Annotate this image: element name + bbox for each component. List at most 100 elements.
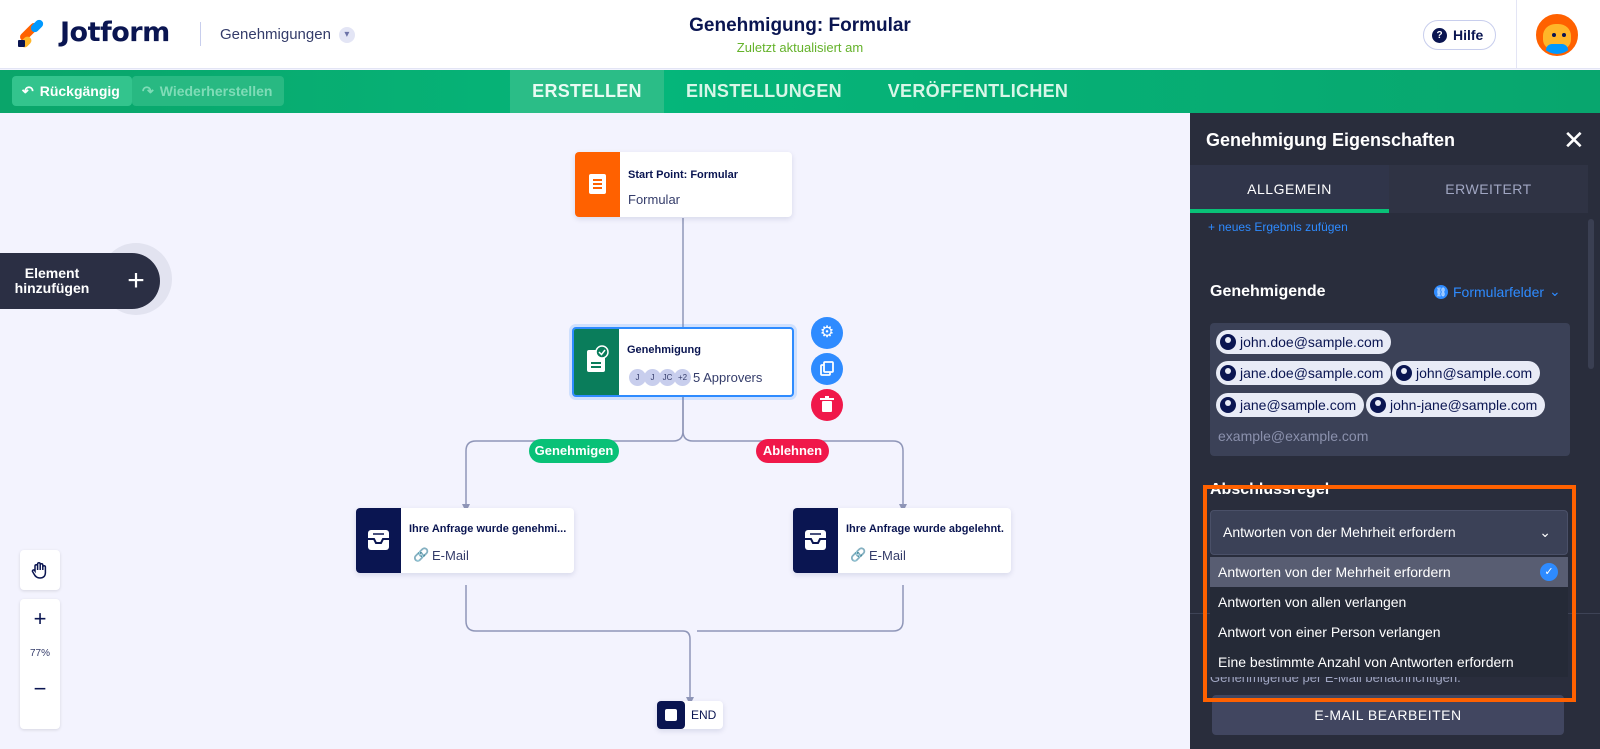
- approver-avatar-more: +2: [674, 369, 691, 386]
- chevron-down-icon: ⌄: [1549, 283, 1561, 299]
- link-icon: 🔗: [850, 547, 867, 562]
- add-element-button[interactable]: Element hinzufügen: [0, 253, 160, 309]
- question-icon: ?: [1432, 27, 1447, 43]
- approved-email-node[interactable]: Ihre Anfrage wurde genehmi... 🔗 E-Mail: [356, 508, 574, 573]
- close-icon[interactable]: ✕: [1563, 125, 1585, 155]
- approver-email: john.doe@sample.com: [1240, 334, 1384, 350]
- jotform-logo[interactable]: Jotform: [18, 16, 170, 50]
- approver-tag[interactable]: john-jane@sample.com: [1366, 393, 1546, 417]
- zoom-out-icon[interactable]: −: [33, 676, 47, 701]
- trash-icon[interactable]: [811, 389, 843, 421]
- avatar-eye: [1552, 33, 1556, 37]
- avatar-body: [1546, 44, 1568, 54]
- panel-scrollbar[interactable]: [1588, 219, 1594, 369]
- breadcrumb-approvals[interactable]: Genehmigungen ▾: [220, 26, 355, 43]
- undo-button[interactable]: ↶ Rückgängig: [12, 76, 132, 106]
- approval-node-title: Genehmigung: [627, 344, 701, 356]
- user-avatar[interactable]: [1536, 14, 1578, 56]
- logo-text: Jotform: [60, 16, 170, 48]
- email-icon: [793, 508, 838, 573]
- rejected-email-title: Ihre Anfrage wurde abgelehnt.: [846, 523, 1004, 535]
- link-icon: 🔗: [413, 547, 430, 562]
- redo-icon: ↷: [142, 82, 154, 99]
- approver-tag[interactable]: john.doe@sample.com: [1216, 330, 1392, 354]
- approver-avatar: J: [629, 369, 646, 386]
- approver-tag[interactable]: jane@sample.com: [1216, 393, 1365, 417]
- chevron-down-icon: ⌄: [1539, 524, 1551, 540]
- tab-build[interactable]: ERSTELLEN: [510, 70, 664, 113]
- user-icon: [1220, 365, 1236, 381]
- user-icon: [1396, 365, 1412, 381]
- pan-tool[interactable]: [20, 550, 60, 590]
- breadcrumb-label: Genehmigungen: [220, 26, 331, 43]
- rule-option-count[interactable]: Eine bestimmte Anzahl von Antworten erfo…: [1210, 647, 1568, 677]
- help-button[interactable]: ? Hilfe: [1423, 20, 1497, 50]
- completion-rule-options: Antworten von der Mehrheit erfordern ✓ A…: [1210, 557, 1568, 677]
- builder-toolbar: ↶ Rückgängig ↷ Wiederherstellen ERSTELLE…: [0, 70, 1600, 113]
- approver-email: jane@sample.com: [1240, 397, 1357, 413]
- form-fields-dropdown[interactable]: ⛓ Formularfelder ⌄: [1434, 283, 1561, 300]
- stop-icon: [657, 701, 685, 729]
- rule-option-one[interactable]: Antwort von einer Person verlangen: [1210, 617, 1568, 647]
- duplicate-icon[interactable]: [811, 353, 843, 385]
- rejected-email-node[interactable]: Ihre Anfrage wurde abgelehnt. 🔗 E-Mail: [793, 508, 1011, 573]
- chevron-down-icon: ▾: [338, 26, 355, 43]
- approver-avatar: JC: [659, 369, 676, 386]
- rule-option-majority[interactable]: Antworten von der Mehrheit erfordern ✓: [1210, 557, 1568, 587]
- jotform-logo-icon: [18, 16, 48, 50]
- zoom-controls: + 77% −: [20, 599, 60, 729]
- app-header: Jotform Genehmigungen ▾ Genehmigung: For…: [0, 0, 1600, 69]
- rule-option-all[interactable]: Antworten von allen verlangen: [1210, 587, 1568, 617]
- tab-advanced[interactable]: ERWEITERT: [1389, 165, 1588, 213]
- panel-header: Genehmigung Eigenschaften ✕: [1190, 113, 1600, 165]
- end-node[interactable]: END: [657, 701, 723, 729]
- properties-panel: Genehmigung Eigenschaften ✕ ALLGEMEIN ER…: [1190, 113, 1600, 749]
- approver-count: 5 Approvers: [693, 370, 763, 385]
- highlight-frame: [1203, 485, 1576, 702]
- approvers-input[interactable]: john.doe@sample.com jane.doe@sample.com …: [1210, 323, 1570, 456]
- approved-email-subtitle: E-Mail: [432, 548, 469, 563]
- tab-general[interactable]: ALLGEMEIN: [1190, 165, 1389, 213]
- add-outcome-link[interactable]: + neues Ergebnis zufügen: [1208, 220, 1348, 234]
- completion-rule-value: Antworten von der Mehrheit erfordern: [1223, 524, 1456, 540]
- add-element-label: Element hinzufügen: [14, 265, 90, 296]
- zoom-in-icon[interactable]: +: [33, 606, 47, 631]
- workflow-canvas[interactable]: Element hinzufügen + Start Point: Formul…: [0, 113, 1190, 749]
- approver-avatars: J J JC +2: [629, 369, 691, 386]
- end-label: END: [691, 708, 717, 722]
- start-node-subtitle: Formular: [628, 192, 681, 207]
- option-label: Eine bestimmte Anzahl von Antworten erfo…: [1218, 654, 1514, 670]
- avatar-eye: [1562, 33, 1566, 37]
- start-node-title: Start Point: Formular: [628, 169, 739, 181]
- branch-reject-badge[interactable]: Ablehnen: [756, 439, 829, 463]
- option-label: Antworten von der Mehrheit erfordern: [1218, 564, 1451, 580]
- tab-publish[interactable]: VERÖFFENTLICHEN: [887, 81, 1069, 101]
- user-icon: [1370, 397, 1386, 413]
- gear-icon[interactable]: ⚙: [811, 317, 843, 349]
- hand-icon[interactable]: [20, 550, 60, 590]
- email-icon: [356, 508, 401, 573]
- option-label: Antworten von allen verlangen: [1218, 594, 1407, 610]
- redo-button[interactable]: ↷ Wiederherstellen: [132, 76, 285, 106]
- header-divider: [200, 22, 201, 46]
- tab-settings[interactable]: EINSTELLUNGEN: [686, 81, 842, 101]
- approver-tag[interactable]: jane.doe@sample.com: [1216, 361, 1392, 385]
- approver-email: jane.doe@sample.com: [1240, 365, 1384, 381]
- plus-icon[interactable]: +: [127, 264, 145, 297]
- redo-label: Wiederherstellen: [159, 83, 273, 99]
- branch-approve-badge[interactable]: Genehmigen: [529, 439, 619, 463]
- approval-node[interactable]: Genehmigung J J JC +2 5 Approvers: [572, 327, 794, 397]
- user-icon: [1220, 397, 1236, 413]
- approvers-placeholder: example@example.com: [1218, 428, 1369, 444]
- panel-title: Genehmigung Eigenschaften: [1206, 130, 1456, 150]
- undo-label: Rückgängig: [39, 83, 120, 99]
- completion-rule-select[interactable]: Antworten von der Mehrheit erfordern ⌄: [1210, 510, 1568, 555]
- start-node[interactable]: Start Point: Formular Formular: [575, 152, 792, 217]
- check-icon: ✓: [1540, 563, 1558, 581]
- approver-tag[interactable]: john@sample.com: [1392, 361, 1541, 385]
- user-icon: [1220, 334, 1236, 350]
- approver-email: john@sample.com: [1416, 365, 1533, 381]
- zoom-level: 77%: [29, 648, 50, 659]
- rejected-email-subtitle: E-Mail: [869, 548, 906, 563]
- approver-email: john-jane@sample.com: [1390, 397, 1538, 413]
